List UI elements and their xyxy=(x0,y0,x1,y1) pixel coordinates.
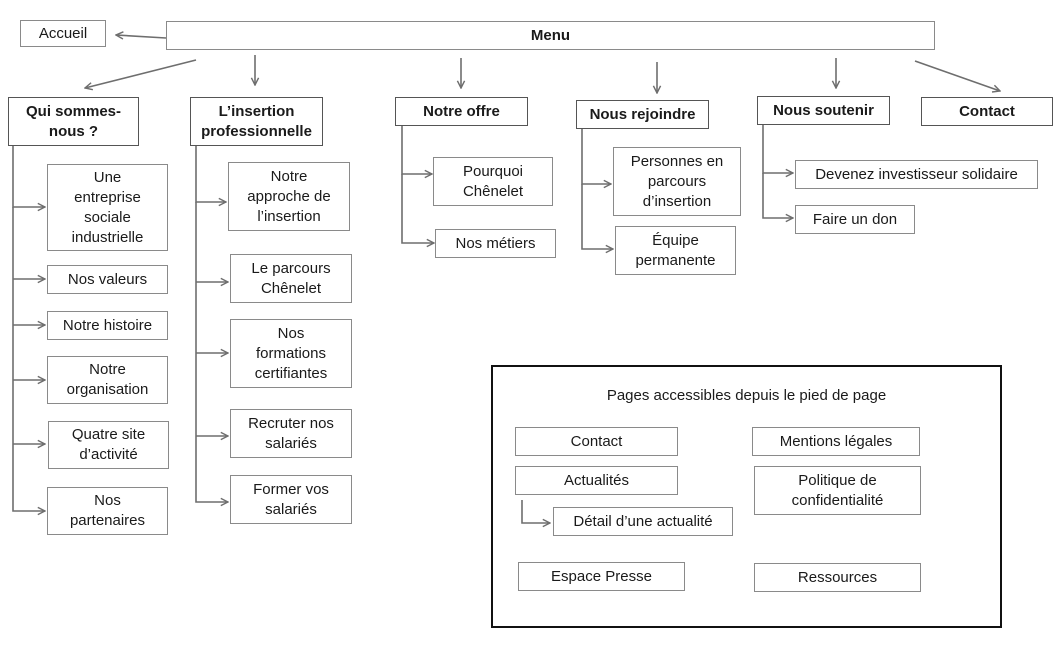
page-former-salaries[interactable]: Former vos salariés xyxy=(230,475,352,524)
section-label: Contact xyxy=(959,102,1015,120)
page-parcours-chenelet[interactable]: Le parcours Chênelet xyxy=(230,254,352,303)
page-label: Former vos salariés xyxy=(253,480,329,518)
home-node[interactable]: Accueil xyxy=(20,20,106,47)
page-recruter-salaries[interactable]: Recruter nos salariés xyxy=(230,409,352,458)
arrow-rej-2 xyxy=(581,184,613,249)
page-label: Équipe permanente xyxy=(635,231,716,269)
page-investisseur-solidaire[interactable]: Devenez investisseur solidaire xyxy=(795,160,1038,189)
footer-link-label: Détail d’une actualité xyxy=(573,512,713,530)
arrow-qui-6 xyxy=(12,444,45,511)
section-label: Qui sommes- nous ? xyxy=(25,102,122,140)
section-nous-soutenir[interactable]: Nous soutenir xyxy=(757,96,890,125)
footer-link-label: Espace Presse xyxy=(551,567,652,585)
home-label: Accueil xyxy=(38,24,88,42)
page-entreprise-sociale[interactable]: Une entreprise sociale industrielle xyxy=(47,164,168,251)
page-notre-organisation[interactable]: Notre organisation xyxy=(47,356,168,404)
section-label: Nous rejoindre xyxy=(589,105,696,123)
page-formations-certifiantes[interactable]: Nos formations certifiantes xyxy=(230,319,352,388)
footer-link-actualites[interactable]: Actualités xyxy=(515,466,678,495)
section-notre-offre[interactable]: Notre offre xyxy=(395,97,528,126)
footer-pages-panel: Pages accessibles depuis le pied de page xyxy=(491,365,1002,628)
footer-link-detail-actualite[interactable]: Détail d’une actualité xyxy=(553,507,733,536)
arrow-menu-contact xyxy=(914,60,1000,91)
page-label: Quatre site d’activité xyxy=(71,426,146,463)
page-label: Devenez investisseur solidaire xyxy=(815,165,1018,183)
page-quatre-sites[interactable]: Quatre site d’activité xyxy=(48,421,169,469)
arrow-sou-2 xyxy=(762,173,793,218)
arrow-rej-1 xyxy=(581,129,611,184)
footer-link-label: Ressources xyxy=(797,568,878,586)
footer-link-label: Mentions légales xyxy=(779,432,893,450)
section-insertion[interactable]: L’insertion professionnelle xyxy=(190,97,323,146)
page-notre-approche[interactable]: Notre approche de l’insertion xyxy=(228,162,350,231)
section-qui-sommes-nous[interactable]: Qui sommes- nous ? xyxy=(8,97,139,146)
page-label: Recruter nos salariés xyxy=(248,414,334,452)
arrow-menu-qui xyxy=(85,59,197,88)
menu-node[interactable]: Menu xyxy=(166,21,935,50)
footer-link-politique-confidentialite[interactable]: Politique de confidentialité xyxy=(754,466,921,515)
footer-link-label: Politique de confidentialité xyxy=(791,471,884,509)
footer-link-mentions-legales[interactable]: Mentions légales xyxy=(752,427,920,456)
page-label: Le parcours Chênelet xyxy=(251,259,331,297)
page-nos-partenaires[interactable]: Nos partenaires xyxy=(47,487,168,535)
footer-link-label: Actualités xyxy=(563,471,630,489)
arrow-ins-1 xyxy=(195,146,226,202)
menu-label: Menu xyxy=(530,26,571,44)
page-pourquoi-chenelet[interactable]: Pourquoi Chênelet xyxy=(433,157,553,206)
page-faire-un-don[interactable]: Faire un don xyxy=(795,205,915,234)
footer-panel-title: Pages accessibles depuis le pied de page xyxy=(606,387,887,404)
section-label: Notre offre xyxy=(423,102,500,120)
page-label: Nos formations certifiantes xyxy=(254,324,328,382)
page-label: Nos valeurs xyxy=(67,270,148,288)
page-personnes-parcours[interactable]: Personnes en parcours d’insertion xyxy=(613,147,741,216)
section-nous-rejoindre[interactable]: Nous rejoindre xyxy=(576,100,709,129)
page-label: Notre approche de l’insertion xyxy=(247,167,331,225)
footer-link-contact[interactable]: Contact xyxy=(515,427,678,456)
page-label: Nos métiers xyxy=(455,234,536,252)
section-contact[interactable]: Contact xyxy=(921,97,1053,126)
page-label: Notre histoire xyxy=(62,316,153,334)
arrow-ins-5 xyxy=(195,436,228,502)
page-label: Notre organisation xyxy=(66,361,149,398)
page-label: Pourquoi Chênelet xyxy=(462,162,524,200)
arrow-qui-1 xyxy=(12,146,45,207)
section-label: L’insertion professionnelle xyxy=(201,102,312,140)
page-label: Nos partenaires xyxy=(69,492,146,529)
arrow-sou-1 xyxy=(762,125,793,173)
arrow-offre-2 xyxy=(401,174,434,243)
page-nos-metiers[interactable]: Nos métiers xyxy=(435,229,556,258)
page-label: Personnes en parcours d’insertion xyxy=(630,152,724,210)
page-label: Une entreprise sociale industrielle xyxy=(71,168,144,246)
arrow-offre-1 xyxy=(401,126,432,174)
page-notre-histoire[interactable]: Notre histoire xyxy=(47,311,168,340)
section-label: Nous soutenir xyxy=(773,101,874,119)
page-equipe-permanente[interactable]: Équipe permanente xyxy=(615,226,736,275)
footer-link-ressources[interactable]: Ressources xyxy=(754,563,921,592)
page-label: Faire un don xyxy=(812,210,898,228)
page-nos-valeurs[interactable]: Nos valeurs xyxy=(47,265,168,294)
arrow-menu-accueil xyxy=(116,35,167,38)
footer-link-espace-presse[interactable]: Espace Presse xyxy=(518,562,685,591)
arrow-footer-actualite xyxy=(521,500,550,523)
footer-link-label: Contact xyxy=(570,432,623,450)
